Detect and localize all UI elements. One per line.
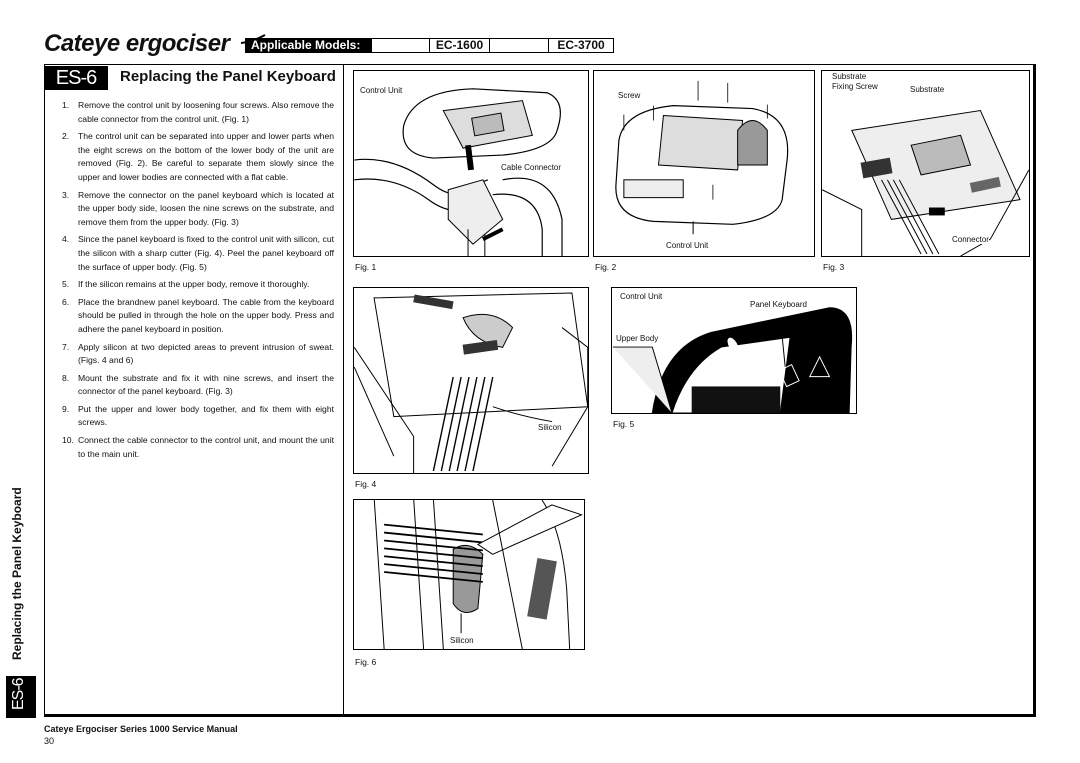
step-item: 7. Apply silicon at two depicted areas to… — [62, 341, 334, 368]
logo-text: Cateye ergociser — [44, 30, 230, 57]
figure-3-illustration: Substrate Fixing Screw Substrate Connect… — [821, 70, 1030, 257]
silicon-cut-drawing — [354, 292, 588, 473]
step-text: Connect the cable connector to the contr… — [78, 435, 334, 459]
step-number: 4. — [62, 234, 70, 245]
label-control-unit: Control Unit — [360, 86, 403, 95]
step-number: 3. — [62, 189, 70, 200]
step-item: 9. Put the upper and lower body together,… — [62, 403, 334, 430]
label-cable-connector: Cable Connector — [501, 163, 562, 172]
side-badge-text: ES-6 — [10, 678, 27, 710]
step-text: Remove the connector on the panel keyboa… — [78, 189, 334, 227]
step-item: 8. Mount the substrate and fix it with ni… — [62, 372, 334, 399]
control-unit-bottom-drawing — [615, 80, 789, 235]
step-number: 5. — [62, 279, 70, 290]
figure-6-caption: Fig. 6 — [355, 657, 377, 667]
label-screw: Screw — [618, 91, 641, 100]
applicable-models-bar: Applicable Models: EC-1600 EC-3700 — [245, 38, 614, 53]
step-item: 5. If the silicon remains at the upper bo… — [62, 278, 334, 292]
control-unit-drawing — [354, 88, 563, 256]
models-spacer — [490, 39, 549, 52]
models-spacer — [372, 39, 430, 52]
label-silicon: Silicon — [450, 636, 474, 645]
label-upper-body: Upper Body — [616, 334, 659, 343]
footer-page-number: 30 — [44, 736, 55, 746]
step-item: 2. The control unit can be separated into… — [62, 130, 334, 184]
section-title: Replacing the Panel Keyboard — [120, 68, 336, 85]
panel-keyboard-drawing — [612, 307, 853, 413]
figure-2-caption: Fig. 2 — [595, 262, 617, 272]
side-section-badge: ES-6 — [6, 676, 36, 718]
step-text: Mount the substrate and fix it with nine… — [78, 372, 334, 397]
figure-2-illustration: Screw Control Unit — [593, 70, 815, 257]
figure-3-caption: Fig. 3 — [823, 262, 845, 272]
column-divider — [343, 64, 344, 717]
step-text: If the silicon remains at the upper body… — [78, 279, 310, 290]
brand-logo: Cateye ergociser — [44, 30, 266, 58]
figure-6-illustration: Silicon — [353, 499, 585, 650]
figure-1-illustration: Control Unit Cable Connector — [353, 70, 589, 257]
section-badge: ES-6 — [44, 66, 108, 90]
step-text: The control unit can be separated into u… — [78, 131, 334, 182]
figure-5-illustration: Control Unit Panel Keyboard Upper Body — [611, 287, 857, 414]
step-number: 8. — [62, 372, 70, 383]
figure-5-caption: Fig. 5 — [613, 419, 635, 429]
step-item: 3. Remove the connector on the panel keyb… — [62, 189, 334, 230]
label-substrate: Substrate — [910, 85, 945, 94]
footer-manual-title: Cateye Ergociser Series 1000 Service Man… — [44, 724, 238, 734]
side-section-title: Replacing the Panel Keyboard — [10, 487, 24, 660]
content-frame — [44, 64, 1036, 717]
step-text: Remove the control unit by loosening fou… — [78, 100, 334, 124]
silicon-apply-drawing — [373, 500, 583, 649]
step-number: 1. — [62, 100, 70, 110]
label-panel-keyboard: Panel Keyboard — [750, 300, 807, 309]
step-item: 4. Since the panel keyboard is fixed to t… — [62, 233, 334, 274]
step-text: Place the brandnew panel keyboard. The c… — [78, 296, 334, 334]
model-ec3700: EC-3700 — [557, 38, 605, 52]
label-substrate-fixing-screw-2: Fixing Screw — [832, 82, 878, 91]
step-number: 10. — [62, 435, 74, 446]
label-silicon: Silicon — [538, 423, 562, 432]
step-number: 9. — [62, 403, 70, 414]
step-number: 2. — [62, 131, 70, 142]
step-text: Apply silicon at two depicted areas to p… — [78, 341, 334, 366]
step-number: 7. — [62, 341, 70, 352]
label-connector: Connector — [952, 235, 989, 244]
step-text: Put the upper and lower body together, a… — [78, 403, 334, 428]
applicable-models-label: Applicable Models: — [246, 39, 372, 52]
procedure-steps: 1. Remove the control unit by loosening f… — [62, 99, 334, 465]
figure-1-caption: Fig. 1 — [355, 262, 377, 272]
model-ec1600: EC-1600 — [430, 39, 490, 52]
figure-4-illustration: Silicon — [353, 287, 589, 474]
step-item: 10. Connect the cable connector to the co… — [62, 434, 334, 461]
step-item: 6. Place the brandnew panel keyboard. The… — [62, 296, 334, 337]
step-number: 6. — [62, 296, 70, 307]
label-substrate-fixing-screw-1: Substrate — [832, 72, 867, 81]
label-control-unit: Control Unit — [666, 241, 709, 250]
figure-4-caption: Fig. 4 — [355, 479, 377, 489]
substrate-drawing — [822, 110, 1029, 256]
step-text: Since the panel keyboard is fixed to the… — [78, 234, 334, 272]
label-control-unit: Control Unit — [620, 292, 663, 301]
step-item: 1. Remove the control unit by loosening f… — [62, 99, 334, 126]
